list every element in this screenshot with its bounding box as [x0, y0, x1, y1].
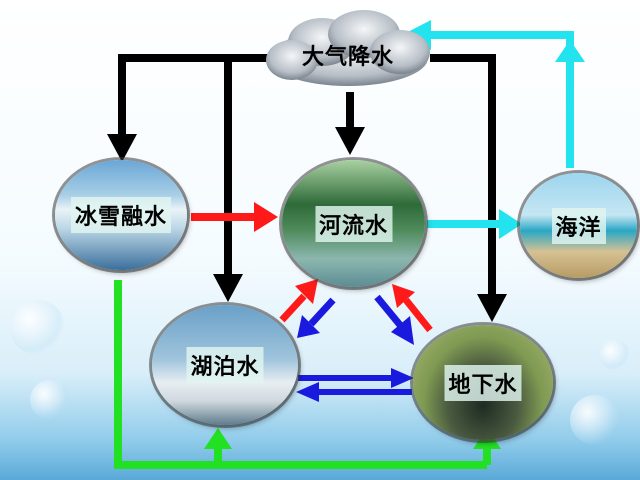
arrowhead — [555, 40, 585, 62]
background-bubble — [570, 395, 620, 445]
groundwater-node: 地下水 — [413, 325, 553, 440]
arrowhead — [391, 316, 414, 345]
ocean-node: 海洋 — [520, 173, 637, 278]
river-to-groundwater-arrow — [374, 294, 403, 328]
groundwater-label: 地下水 — [444, 364, 522, 401]
background-bubble — [600, 340, 630, 370]
arrowhead — [295, 279, 318, 304]
arrowhead — [204, 428, 232, 449]
arrowhead — [254, 202, 278, 232]
snow-to-river-flow — [191, 202, 278, 232]
snow-ice-label: 冰雪融水 — [70, 197, 172, 233]
lake-node: 湖泊水 — [152, 305, 298, 425]
snow-ice-node: 冰雪融水 — [55, 160, 187, 270]
arrowhead — [392, 284, 415, 308]
lake-label: 湖泊水 — [186, 347, 264, 383]
snow-seepage-line — [114, 280, 487, 469]
ocean-label: 海洋 — [551, 207, 606, 244]
river-node: 河流水 — [282, 160, 425, 287]
cloud-icon — [266, 10, 430, 86]
lake-to-river-arrow — [279, 293, 307, 323]
precipitation-to-snow-arrow — [118, 54, 270, 135]
arrowhead — [213, 274, 243, 302]
arrowhead — [335, 127, 365, 155]
atmosphere-label: 大气降水 — [301, 45, 395, 71]
arrowhead — [499, 209, 522, 239]
background-bubble — [10, 300, 65, 355]
arrowhead — [296, 382, 319, 402]
lake-river-exchange — [279, 279, 336, 338]
precipitation-to-groundwater-arrow — [430, 54, 496, 295]
lake-groundwater-exchange — [296, 368, 414, 402]
arrowhead — [477, 294, 507, 322]
river-groundwater-exchange — [374, 284, 433, 345]
arrowhead — [107, 134, 137, 162]
river-to-lake-arrow — [308, 297, 336, 327]
background-bubble — [30, 380, 70, 420]
arrowhead — [297, 315, 320, 338]
precipitation-arrows — [107, 54, 507, 322]
river-label: 河流水 — [314, 205, 393, 242]
atmosphere-cloud: 大气降水 — [262, 8, 434, 92]
arrowhead — [391, 368, 414, 388]
seepage-arrows — [114, 280, 501, 469]
ocean-to-atmosphere-arrow — [430, 31, 574, 168]
groundwater-to-river-arrow — [403, 297, 433, 333]
